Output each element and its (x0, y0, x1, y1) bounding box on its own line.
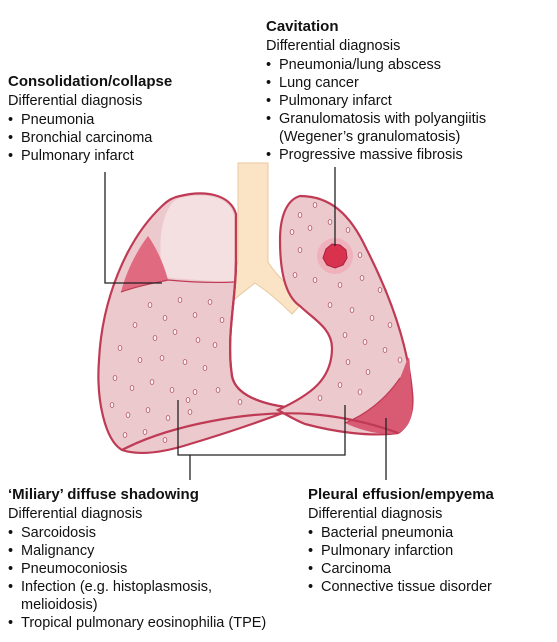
miliary-bracket (177, 400, 346, 456)
list-item: Pulmonary infarction (308, 542, 553, 560)
pleural-title: Pleural effusion/empyema (308, 486, 494, 503)
list-item: Lung cancer (266, 74, 556, 92)
consolidation-leader (104, 172, 162, 284)
consolidation-wedge (121, 236, 168, 292)
miliary-list: Sarcoidosis Malignancy Pneumoconiosis In… (8, 524, 303, 632)
list-item: Pulmonary infarct (266, 92, 556, 110)
cavitation-block: Cavitation Differential diagnosis Pneumo… (266, 18, 556, 164)
leader-lines (104, 167, 387, 480)
list-item: Granulomatosis with polyangiitis (Wegene… (266, 110, 539, 146)
consolidation-title: Consolidation/collapse (8, 73, 173, 90)
list-item: Sarcoidosis (8, 524, 303, 542)
diaphragm (121, 412, 399, 451)
list-item: Pneumonia (8, 111, 248, 129)
miliary-nodules (109, 202, 403, 443)
cavity-lesion (322, 243, 348, 269)
list-item: Malignancy (8, 542, 303, 560)
list-item: Pneumonia/lung abscess (266, 56, 556, 74)
upper-lobe (160, 195, 234, 282)
consolidation-list: Pneumonia Bronchial carcinoma Pulmonary … (8, 111, 248, 165)
miliary-title: ‘Miliary’ diffuse shadowing (8, 486, 199, 503)
consolidation-block: Consolidation/collapse Differential diag… (8, 73, 248, 165)
list-item: Tropical pulmonary eosinophilia (TPE) (8, 614, 303, 632)
list-item: Pulmonary infarct (8, 147, 248, 165)
miliary-block: ‘Miliary’ diffuse shadowing Differential… (8, 486, 303, 632)
list-item: Connective tissue disorder (308, 578, 553, 596)
list-item: Carcinoma (308, 560, 553, 578)
left-lung (275, 194, 414, 436)
pleural-list: Bacterial pneumonia Pulmonary infarction… (308, 524, 553, 596)
list-item: Bronchial carcinoma (8, 129, 248, 147)
list-item: Pneumoconiosis (8, 560, 303, 578)
pleural-block: Pleural effusion/empyema Differential di… (308, 486, 553, 596)
list-item: Progressive massive fibrosis (266, 146, 556, 164)
cavitation-list: Pneumonia/lung abscess Lung cancer Pulmo… (266, 56, 556, 164)
list-item: Bacterial pneumonia (308, 524, 553, 542)
right-heart-border (229, 261, 297, 410)
cavitation-subtitle: Differential diagnosis (266, 38, 401, 54)
consolidation-subtitle: Differential diagnosis (8, 93, 143, 109)
lung-fissure (120, 279, 235, 293)
cavitation-title: Cavitation (266, 18, 339, 35)
miliary-subtitle: Differential diagnosis (8, 506, 143, 522)
pleural-subtitle: Differential diagnosis (308, 506, 443, 522)
list-item: Infection (e.g. histoplasmosis, melioido… (8, 578, 266, 614)
